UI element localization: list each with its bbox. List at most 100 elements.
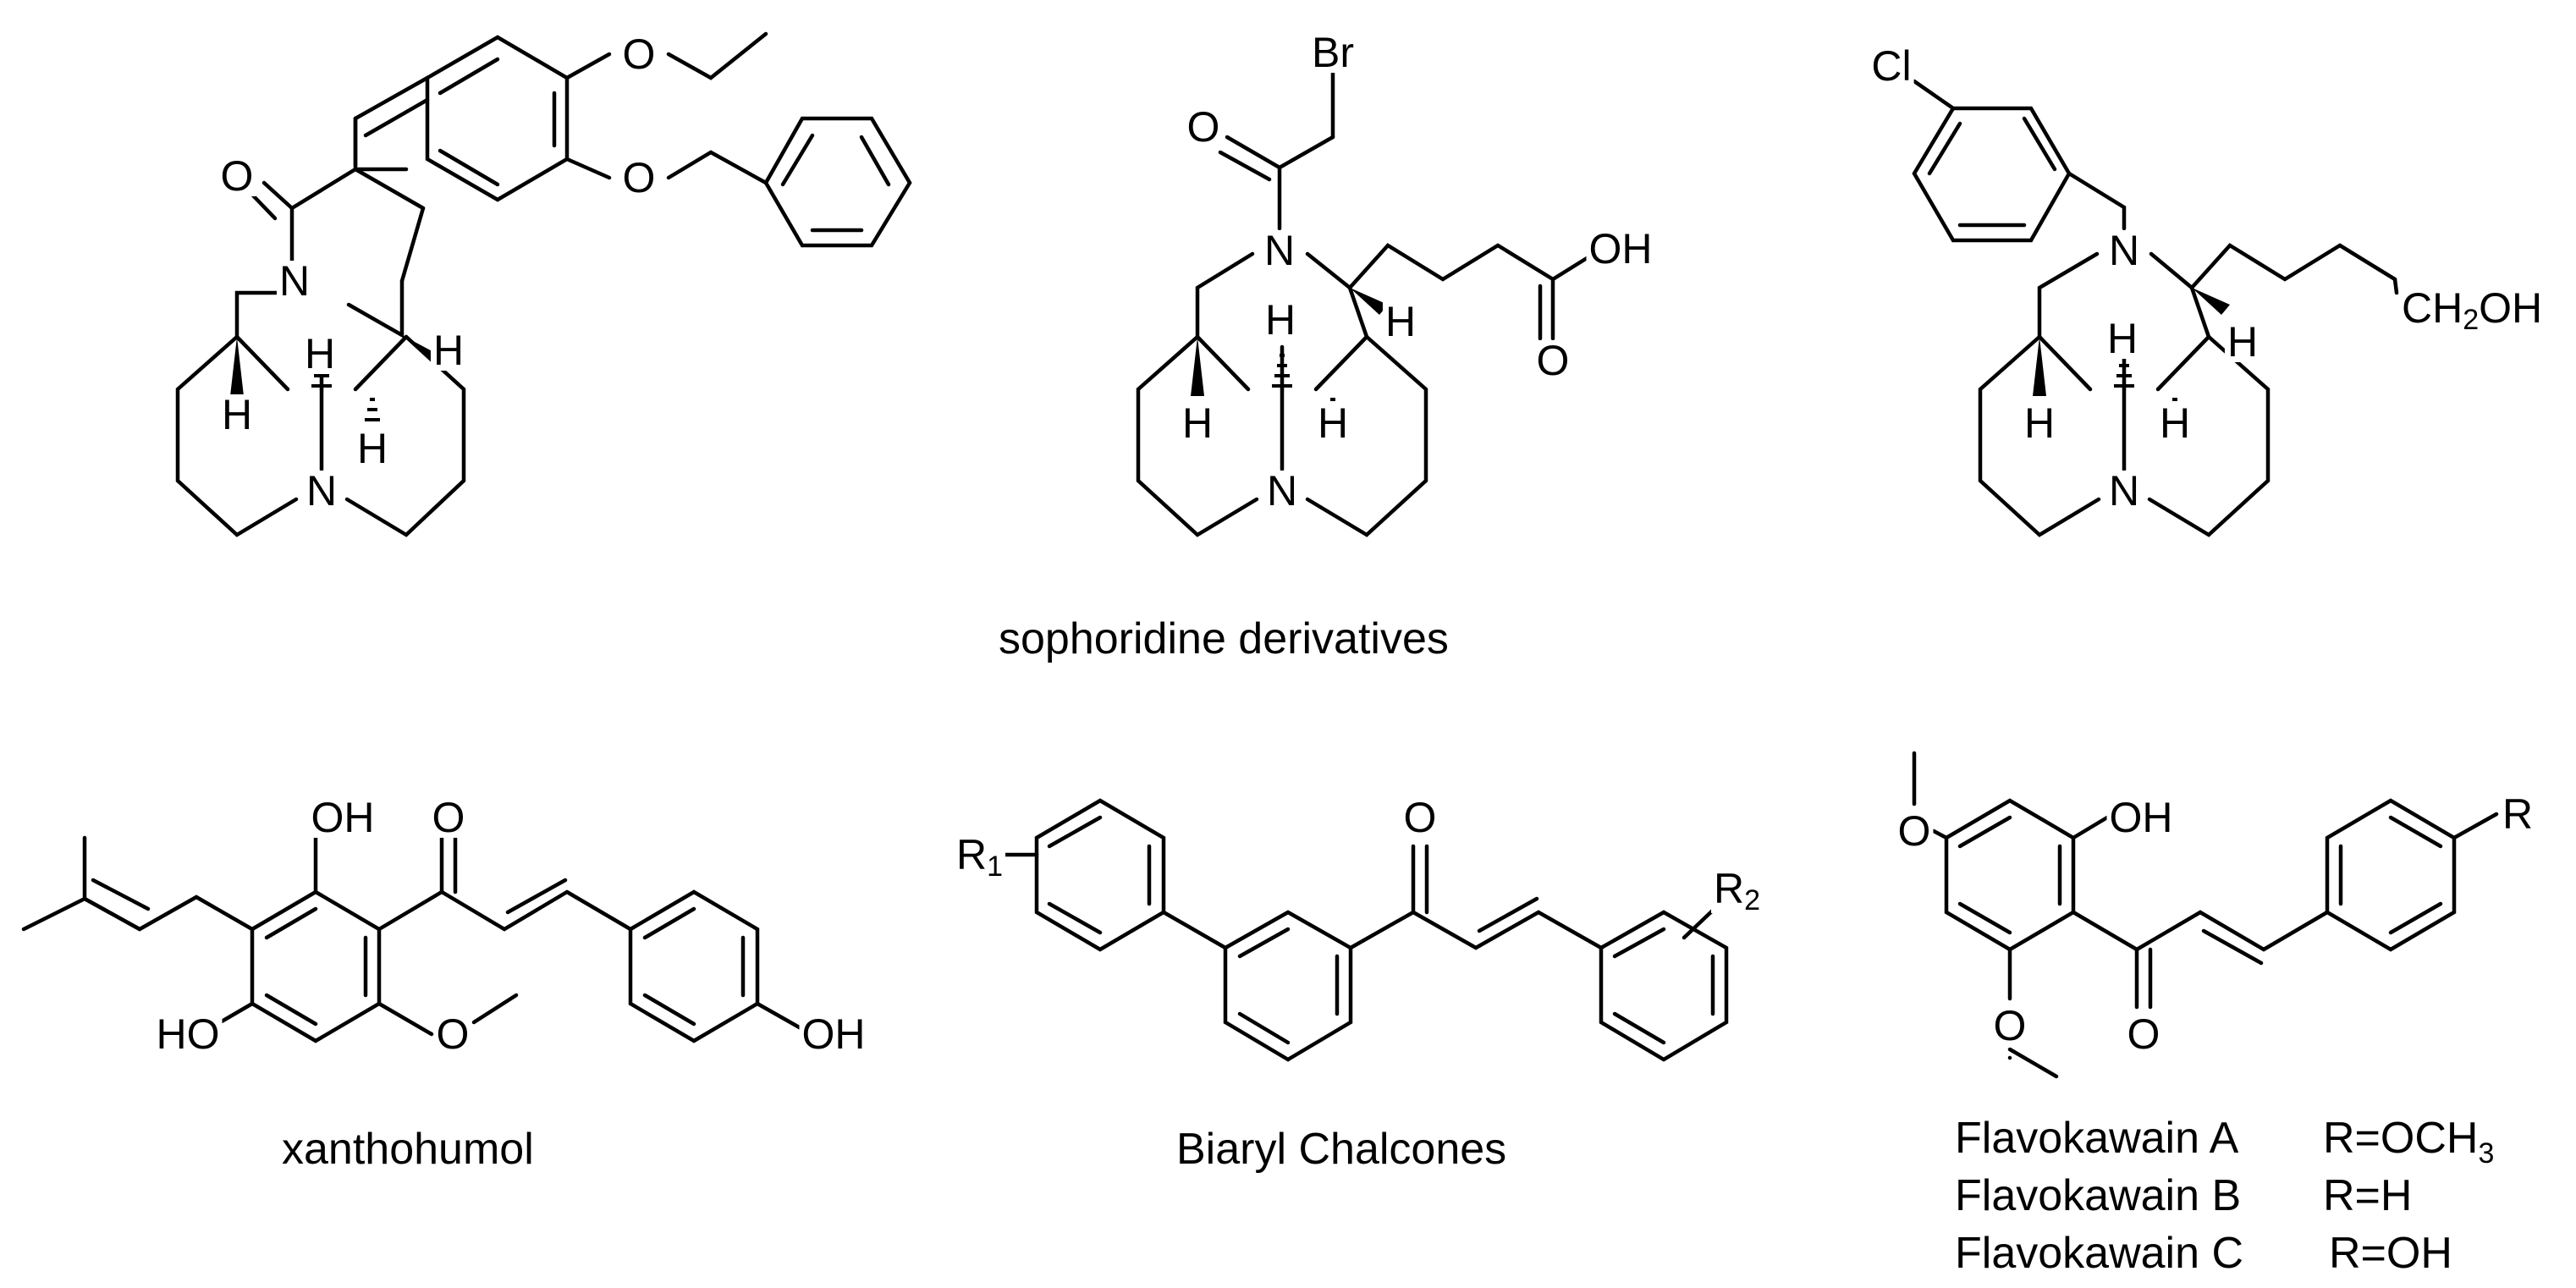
- wedge-bond-icon: [1191, 337, 1204, 396]
- atom-oh: OH: [311, 794, 375, 841]
- atom-oh: OH: [802, 1010, 866, 1058]
- legend-r-c: R=OH: [2329, 1229, 2452, 1278]
- atom-h: H: [1182, 399, 1213, 447]
- atom-label-backing: [2021, 403, 2058, 443]
- atom-label-backing: [2399, 288, 2546, 333]
- legend-r-a: R=OCH3: [2323, 1114, 2494, 1170]
- atom-o-methoxy: O: [437, 1010, 470, 1058]
- atom-n-ring: N: [2109, 467, 2139, 515]
- atom-h: H: [433, 327, 464, 374]
- atom-label-backing: [153, 1014, 223, 1054]
- atom-labels: R1 O R2: [954, 794, 1764, 916]
- atom-n-ring: N: [306, 467, 337, 515]
- atom-n-ring: N: [1267, 467, 1297, 515]
- atom-label-backing: [2105, 230, 2143, 271]
- atom-n-amide: N: [279, 257, 310, 305]
- bond-set: [1136, 69, 1593, 537]
- wedge-bond-icon: [1350, 288, 1388, 315]
- atom-oh: OH: [1589, 225, 1653, 272]
- atom-label-backing: [430, 330, 467, 371]
- atom-label-backing: [303, 471, 340, 511]
- atom-r1: R1: [956, 831, 1003, 883]
- molecule-flavokawain: O OH R O O: [1895, 751, 2536, 1079]
- atom-h: H: [222, 391, 252, 438]
- atom-label-backing: [218, 394, 256, 435]
- atom-labels: Br O N N OH O H H H H: [1179, 29, 1655, 515]
- atom-label-backing: [1990, 1005, 2029, 1046]
- atom-o-methoxy: O: [1994, 1002, 2027, 1049]
- atom-r2: R2: [1714, 865, 1760, 916]
- atom-label-backing: [217, 156, 256, 196]
- atom-br: Br: [1312, 29, 1354, 76]
- atom-o-carbonyl: O: [221, 152, 254, 200]
- atom-label-backing: [301, 333, 339, 374]
- atom-o-carbonyl: O: [1187, 103, 1220, 151]
- atom-label-backing: [619, 157, 658, 198]
- legend-name-b: Flavokawain B: [1955, 1171, 2241, 1220]
- atom-label-backing: [276, 261, 313, 301]
- atom-o-carbonyl: O: [432, 794, 465, 841]
- atom-h: H: [1265, 296, 1296, 344]
- caption-biaryl-chalcones: Biaryl Chalcones: [1176, 1125, 1506, 1174]
- bond-set: [992, 798, 1729, 1062]
- atom-label-backing: [1586, 228, 1655, 269]
- atom-label-backing: [433, 1014, 472, 1054]
- atom-h: H: [2107, 315, 2138, 362]
- atom-label-backing: [1533, 340, 1572, 381]
- atom-h: H: [1318, 399, 1348, 447]
- atom-h: H: [357, 425, 388, 472]
- chain-bond: [2392, 277, 2399, 295]
- wedge-bond-icon: [2033, 337, 2046, 396]
- atom-o-carbonyl: O: [2127, 1010, 2160, 1058]
- atom-cl: Cl: [1871, 42, 1911, 90]
- atom-label-backing: [1262, 300, 1299, 340]
- atom-label-backing: [954, 834, 1006, 879]
- molecule-sophoridine-benzylidene: O N N O O H H H H: [175, 30, 912, 537]
- atom-ho: HO: [157, 1010, 220, 1058]
- atom-label-backing: [1711, 868, 1764, 913]
- atom-o-acid: O: [1537, 337, 1570, 384]
- caption-sophoridine-derivatives: sophoridine derivatives: [999, 614, 1449, 663]
- atom-label-backing: [1314, 403, 1351, 443]
- caption-xanthohumol: xanthohumol: [282, 1125, 534, 1174]
- atom-label-backing: [1869, 46, 1914, 86]
- atom-label-backing: [2156, 403, 2193, 443]
- flavokawain-legend: Flavokawain A R=OCH3 Flavokawain B R=H F…: [1955, 1114, 2494, 1278]
- atom-label-backing: [1261, 230, 1298, 271]
- atom-labels: Cl N N CH2OH H H H H: [1869, 42, 2546, 515]
- atom-h: H: [2160, 399, 2190, 447]
- atom-label-backing: [2104, 318, 2141, 359]
- wedge-bond-icon: [2192, 288, 2230, 315]
- bond-set: [175, 31, 912, 537]
- atom-h: H: [2024, 399, 2055, 447]
- atom-o-ethoxy: O: [623, 30, 656, 78]
- legend-name-a: Flavokawain A: [1955, 1114, 2239, 1163]
- atom-oh: OH: [2110, 794, 2173, 841]
- legend-name-c: Flavokawain C: [1955, 1229, 2243, 1278]
- atom-labels: O OH R O O: [1895, 790, 2536, 1058]
- bond-set: [1912, 79, 2397, 537]
- hash-bond-icon: [1272, 354, 1292, 388]
- atom-label-backing: [1263, 471, 1301, 511]
- chain-bond: [2337, 243, 2397, 282]
- bond-set: [21, 835, 811, 1043]
- atom-label-backing: [2499, 794, 2536, 834]
- atom-o-carbonyl: O: [1404, 794, 1437, 841]
- molecule-xanthohumol: OH O HO O OH: [21, 794, 868, 1058]
- atom-o-methoxy: O: [1898, 807, 1931, 855]
- atom-label-backing: [354, 428, 391, 469]
- atom-ch2oh: CH2OH: [2402, 284, 2542, 336]
- molecule-biaryl-chalcone: R1 O R2: [954, 794, 1764, 1062]
- molecule-sophoridine-bromoacetyl: Br O N N OH O H H H H: [1136, 29, 1655, 537]
- atom-label-backing: [1382, 301, 1419, 342]
- atom-label-backing: [308, 797, 377, 838]
- atom-label-backing: [1309, 32, 1357, 73]
- atom-o-benzyloxy: O: [623, 154, 656, 201]
- atom-labels: OH O HO O OH: [153, 794, 868, 1058]
- atom-label-backing: [429, 797, 468, 838]
- atom-label-backing: [1401, 797, 1439, 838]
- atom-label-backing: [2124, 1014, 2163, 1054]
- bond-set: [1912, 751, 2499, 1060]
- molecule-sophoridine-chlorobenzyl: Cl N N CH2OH H H H H: [1869, 42, 2546, 537]
- atom-label-backing: [1179, 403, 1216, 443]
